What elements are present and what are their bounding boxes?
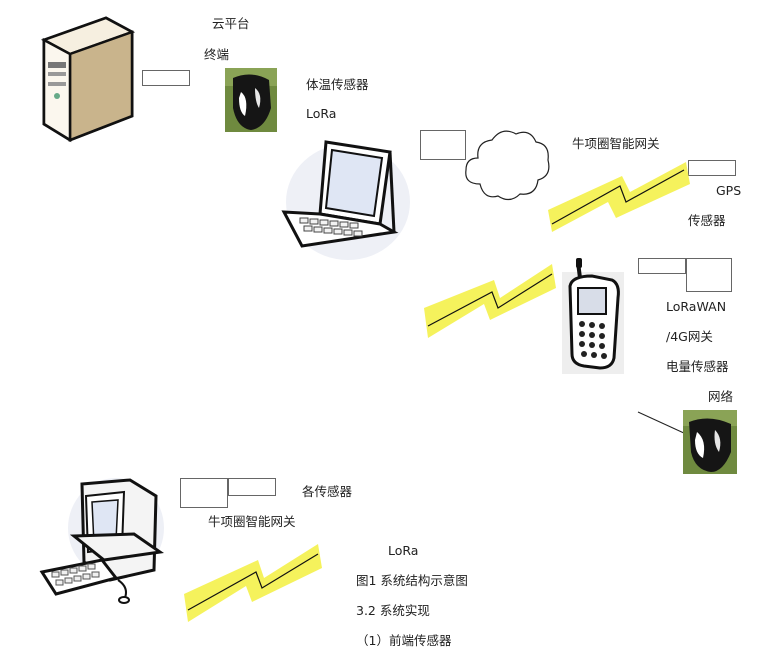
label-collar-gateway-top: 牛项圈智能网关 bbox=[572, 136, 660, 151]
label-sensor: 传感器 bbox=[688, 213, 726, 228]
figure-caption: 图1 系统结构示意图 bbox=[356, 573, 468, 588]
label-collar-gateway-bottom: 牛项圈智能网关 bbox=[208, 514, 296, 529]
lightning-icon bbox=[548, 162, 690, 232]
cellphone-icon bbox=[562, 258, 624, 374]
label-lora-bottom: LoRa bbox=[388, 543, 419, 558]
label-gps: GPS bbox=[716, 183, 742, 198]
section-heading: 3.2 系统实现 bbox=[356, 603, 430, 618]
desktop-computer-icon bbox=[39, 478, 164, 604]
cow-icon bbox=[225, 68, 277, 132]
lightning-icon bbox=[424, 264, 556, 338]
connector-box-6 bbox=[180, 478, 228, 508]
label-lora-top: LoRa bbox=[306, 106, 337, 121]
lightning-icon bbox=[184, 544, 322, 622]
server-icon bbox=[40, 16, 136, 143]
connector-box-1 bbox=[142, 70, 190, 86]
connector-box-5 bbox=[686, 258, 732, 292]
label-network: 网络 bbox=[708, 389, 734, 404]
connector-box-2 bbox=[420, 130, 466, 160]
label-4g-gateway: /4G网关 bbox=[666, 329, 713, 344]
label-lorawan: LoRaWAN bbox=[666, 299, 727, 314]
label-cloud-platform: 云平台 bbox=[212, 16, 250, 31]
connector-line bbox=[637, 411, 687, 435]
laptop-icon bbox=[281, 140, 410, 260]
cloud-icon bbox=[465, 130, 550, 201]
connector-box-3 bbox=[688, 160, 736, 176]
label-each-sensor: 各传感器 bbox=[302, 484, 353, 499]
label-terminal: 终端 bbox=[204, 47, 230, 62]
label-body-temp-sensor: 体温传感器 bbox=[306, 77, 369, 92]
cow-icon bbox=[683, 410, 737, 474]
subsection-heading: （1）前端传感器 bbox=[356, 633, 452, 648]
connector-box-7 bbox=[228, 478, 276, 496]
label-battery-sensor: 电量传感器 bbox=[666, 359, 729, 374]
connector-box-4 bbox=[638, 258, 686, 274]
